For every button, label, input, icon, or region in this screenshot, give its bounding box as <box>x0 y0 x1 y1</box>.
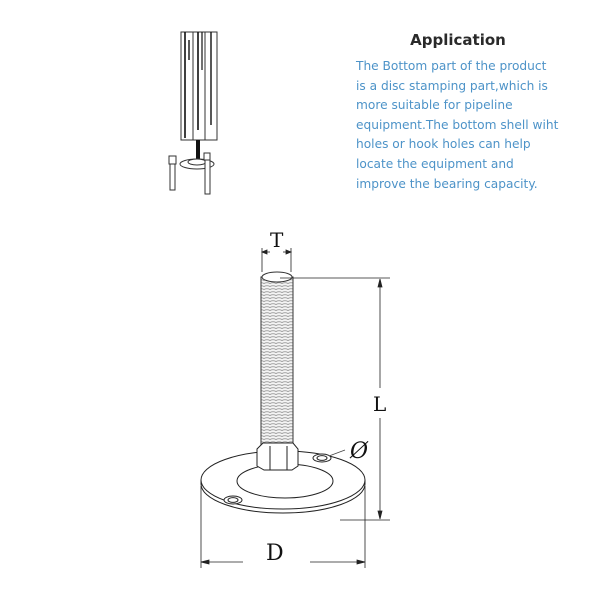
installation-illustration <box>168 31 218 195</box>
threaded-rod <box>260 271 294 448</box>
description-line: equipment.The bottom shell wiht <box>356 117 559 132</box>
label-phi: Ø <box>349 439 369 464</box>
description-line: improve the bearing capacity. <box>356 176 538 191</box>
application-description: The Bottom part of the product is a disc… <box>356 57 566 194</box>
application-title: Application <box>410 31 506 49</box>
label-L: L <box>373 392 386 416</box>
description-line: more suitable for pipeline <box>356 98 513 113</box>
description-line: The Bottom part of the product <box>356 59 547 73</box>
base-disc <box>200 442 366 514</box>
thread-dimension-T <box>260 248 293 272</box>
description-line: locate the equipment and <box>356 156 514 171</box>
label-D: D <box>266 541 284 566</box>
description-line: is a disc stamping part,which is <box>356 78 548 93</box>
disc-dimension-D <box>200 486 366 568</box>
label-T: T <box>270 228 284 252</box>
description-line: holes or hook holes can help <box>356 137 531 152</box>
